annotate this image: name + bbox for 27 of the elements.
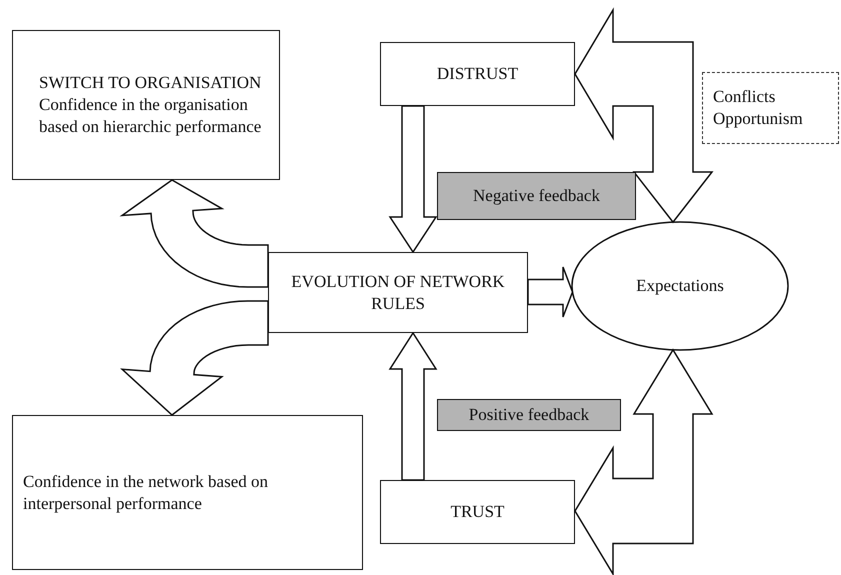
expectations-ellipse [571,221,789,351]
heading-text: SWITCH TO ORGANISATION [39,72,262,94]
node-text: Expectations [635,275,725,297]
block-arrow [120,179,269,288]
outcome-box [12,415,363,570]
block-arrow [574,7,714,224]
outcome-box [12,30,280,180]
block-arrow [388,105,438,254]
node-text: TRUST [450,501,506,523]
note-box [702,72,839,144]
block-arrow [574,348,714,575]
block-arrow [388,332,438,481]
block-arrow [120,300,269,416]
process-box [268,252,528,333]
node-text: EVOLUTION OF NETWORK RULES [290,270,506,314]
node-text: Confidence in the organisation based on hierarchic performance [39,94,262,138]
node-text: Opportunism [713,108,804,130]
node-text: DISTRUST [436,63,520,85]
state-box [380,480,575,544]
feedback-box [437,172,636,220]
state-box [380,42,575,106]
block-arrow [527,266,574,318]
node-text: Confidence in the network based on interpersonal performance [23,470,270,514]
feedback-box [437,399,621,431]
node-text: Positive feedback [468,404,590,426]
node-text: Conflicts [713,86,776,108]
node-text: Negative feedback [472,185,601,207]
